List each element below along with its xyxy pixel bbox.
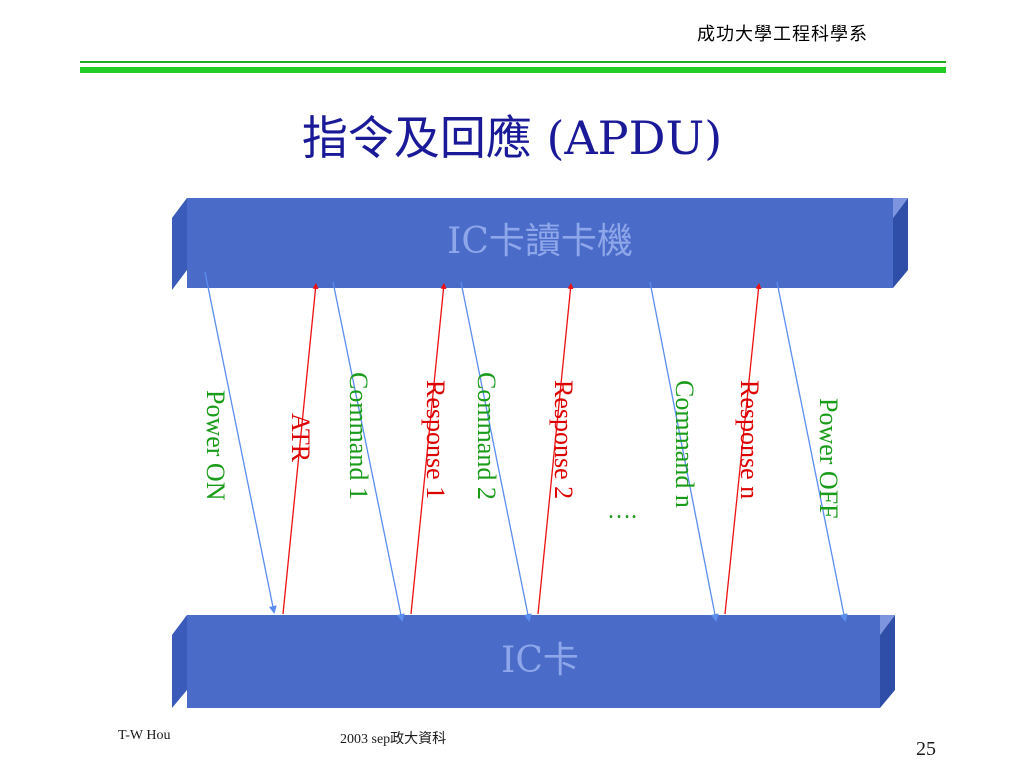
response-1-arrow — [410, 283, 447, 615]
message-label-response-1: Response 1 — [421, 380, 450, 499]
slide-title: 指令及回應 (APDU) — [301, 111, 723, 165]
footer-author: T-W Hou — [118, 728, 171, 743]
reader-label: IC卡讀卡機 — [447, 221, 633, 262]
card-box: IC卡 — [172, 615, 895, 708]
command-2-arrow — [460, 281, 532, 622]
message-label-power-off: Power OFF — [814, 398, 843, 519]
command-1-arrow — [332, 281, 405, 622]
message-label-command-1: Command 1 — [344, 372, 373, 500]
command-n-arrow — [649, 281, 719, 622]
message-label-power-on: Power ON — [201, 390, 230, 501]
page-number: 25 — [916, 738, 936, 760]
message-label-atr: ATR — [286, 413, 315, 463]
ellipsis: …. — [607, 498, 637, 524]
reader-box: IC卡讀卡機 — [172, 198, 908, 290]
power-off-arrow — [776, 281, 848, 622]
message-label-command-2: Command 2 — [472, 372, 501, 500]
message-label-command-n: Command n — [670, 380, 699, 508]
header-institution: 成功大學工程科學系 — [697, 24, 868, 45]
response-n-arrow — [724, 283, 762, 615]
atr-arrow — [282, 283, 319, 615]
power-on-arrow — [204, 271, 277, 614]
message-label-response-n: Response n — [735, 380, 764, 499]
footer-course: 2003 sep政大資科 — [340, 732, 447, 747]
message-label-response-2: Response 2 — [549, 380, 578, 499]
response-2-arrow — [537, 283, 574, 615]
header-rule-thick — [80, 67, 946, 73]
header-rule-thin — [80, 61, 946, 63]
card-label: IC卡 — [501, 640, 579, 681]
